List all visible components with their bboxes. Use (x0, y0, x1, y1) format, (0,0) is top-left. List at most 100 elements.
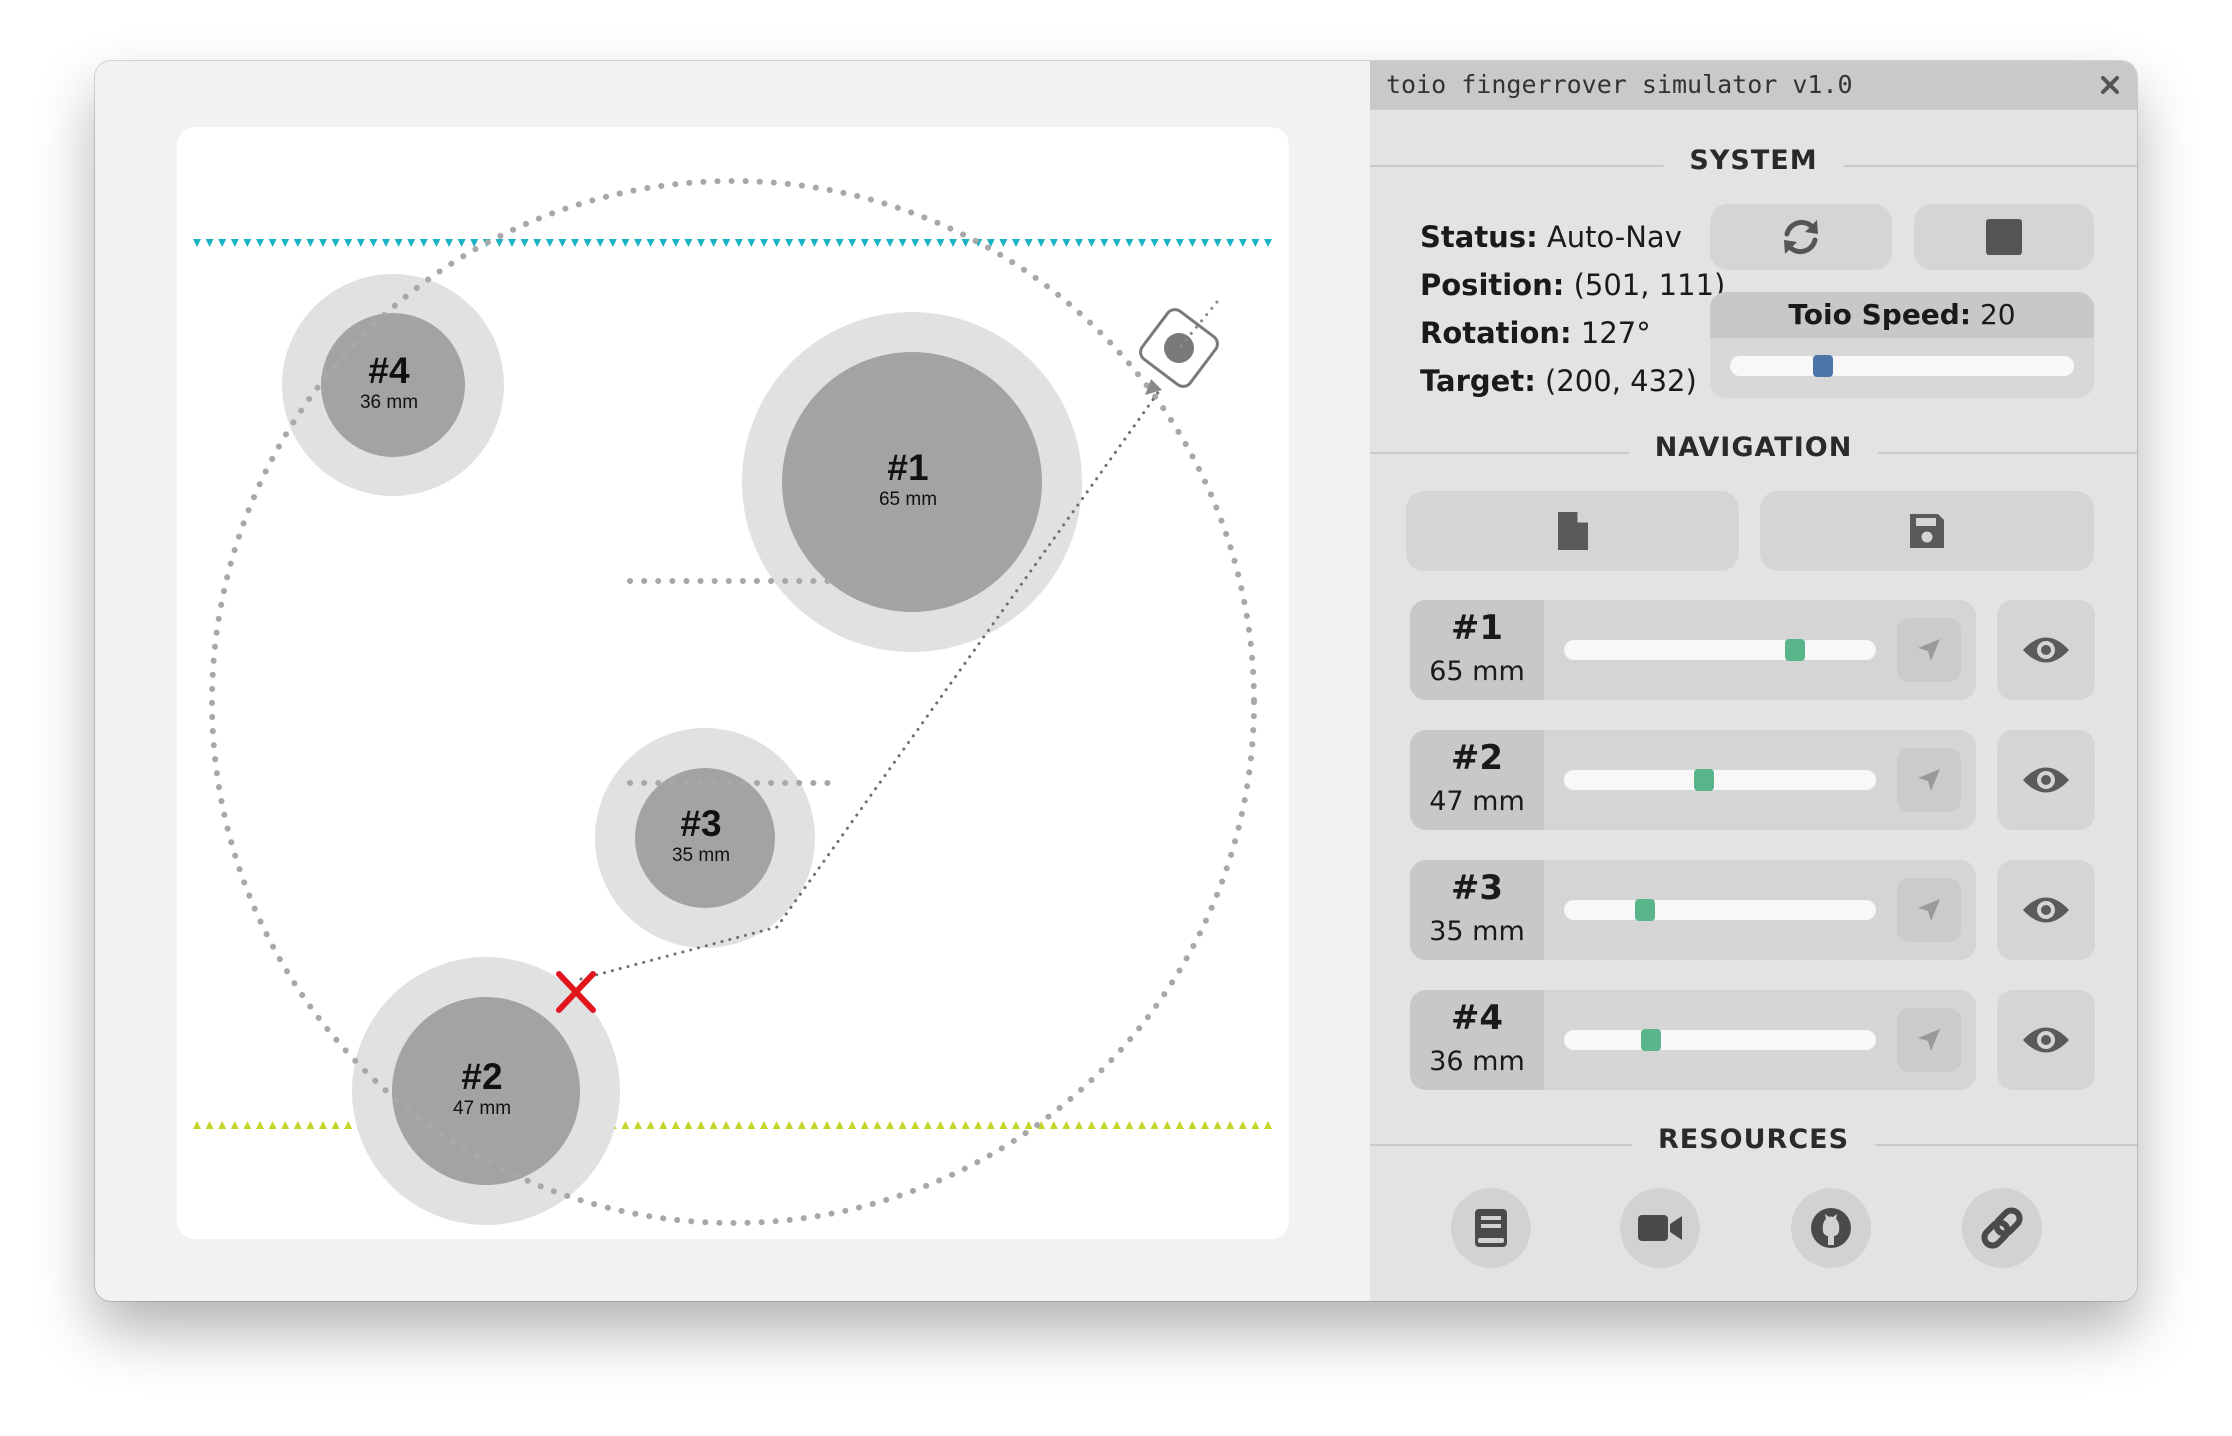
obstacle-4-visibility-button[interactable] (1997, 990, 2095, 1090)
bottom-boundary-marker (1264, 1121, 1272, 1129)
obstacle-3-visibility-button[interactable] (1997, 860, 2095, 960)
resources-heading: RESOURCES (1631, 1124, 1876, 1155)
top-boundary-marker (1226, 239, 1235, 247)
eye-icon (2023, 637, 2069, 663)
top-boundary-marker (898, 239, 907, 247)
obstacle-3-slider[interactable] (1564, 899, 1876, 921)
bottom-boundary-marker (760, 1121, 768, 1129)
bottom-boundary-marker (1238, 1121, 1247, 1129)
obstacle-1-slider-thumb[interactable] (1784, 639, 1805, 661)
bottom-boundary-marker (936, 1121, 945, 1129)
bottom-boundary-marker (1012, 1121, 1020, 1129)
top-boundary-marker (684, 239, 693, 247)
obstacle-row-3-number: #3 (1450, 868, 1504, 908)
top-boundary-marker (356, 239, 365, 247)
bottom-boundary-marker (1213, 1121, 1222, 1129)
bottom-boundary-marker (949, 1121, 957, 1129)
obstacle-3-navigate-button[interactable] (1897, 878, 1961, 942)
bottom-boundary-marker (1112, 1121, 1121, 1129)
bottom-boundary-marker (1049, 1121, 1058, 1129)
obstacle-4-slider[interactable] (1564, 1029, 1876, 1051)
top-boundary-marker (432, 239, 441, 247)
simulation-canvas[interactable]: #4 36 mm #1 65 mm #3 35 mm (177, 127, 1289, 1239)
refresh-icon (1784, 219, 1818, 255)
top-boundary-marker (772, 239, 781, 247)
canvas-svg[interactable]: #4 36 mm #1 65 mm #3 35 mm (177, 127, 1289, 1239)
new-file-button[interactable] (1406, 491, 1739, 571)
obstacle-4-slider-thumb[interactable] (1641, 1029, 1662, 1051)
top-boundary-marker (949, 239, 957, 247)
bottom-boundary-marker (646, 1121, 655, 1129)
github-button[interactable] (1791, 1188, 1871, 1268)
rotation-label: Rotation: (1420, 316, 1572, 350)
bottom-boundary-marker (659, 1121, 668, 1129)
top-boundary-marker (533, 239, 542, 247)
bottom-boundary-marker (293, 1121, 302, 1129)
speed-slider-thumb[interactable] (1812, 355, 1833, 377)
obstacle-3[interactable]: #3 35 mm (595, 728, 815, 948)
speed-value: 20 (1979, 298, 2016, 331)
bottom-boundary-marker (898, 1121, 907, 1129)
github-icon (1811, 1208, 1851, 1248)
stop-button[interactable] (1914, 204, 2094, 270)
obstacle-row-1-label: #1 65 mm (1410, 600, 1544, 700)
bottom-boundary-marker (848, 1121, 857, 1129)
bottom-boundary-marker (747, 1121, 756, 1129)
bottom-boundary-marker (243, 1121, 252, 1129)
obstacle-row-4-label: #4 36 mm (1410, 990, 1544, 1090)
obstacle-4[interactable]: #4 36 mm (282, 274, 504, 496)
obstacle-row-1-size: 65 mm (1429, 656, 1525, 687)
top-boundary-marker (1037, 239, 1046, 247)
top-boundary-marker (634, 239, 642, 247)
obstacle-1-slider[interactable] (1564, 639, 1876, 661)
top-boundary-marker (419, 239, 428, 247)
obstacle-2-slider[interactable] (1564, 769, 1876, 791)
obstacle-3-size: 35 mm (672, 845, 730, 866)
speed-label: Toio Speed: (1788, 298, 1972, 331)
obstacle-2-size: 47 mm (453, 1098, 511, 1119)
target-marker[interactable] (556, 971, 596, 1013)
obstacle-row-3-label: #3 35 mm (1410, 860, 1544, 960)
top-boundary-marker (520, 239, 529, 247)
close-icon[interactable] (2095, 70, 2125, 100)
obstacle-2-slider-thumb[interactable] (1694, 769, 1715, 791)
top-boundary-marker (457, 239, 466, 247)
bottom-boundary-marker (772, 1121, 781, 1129)
obstacle-2-navigate-button[interactable] (1897, 748, 1961, 812)
obstacle-4-navigate-button[interactable] (1897, 1008, 1961, 1072)
top-boundary-marker (1175, 239, 1184, 247)
top-boundary-marker (1062, 239, 1071, 247)
obstacle-1-visibility-button[interactable] (1997, 600, 2095, 700)
toio-robot[interactable] (1137, 306, 1221, 390)
obstacle-3-number: #3 (680, 803, 721, 844)
top-boundary-marker (407, 239, 416, 247)
obstacle-2-visibility-button[interactable] (1997, 730, 2095, 830)
top-boundary-marker (1150, 239, 1159, 247)
speed-slider[interactable] (1730, 355, 2074, 377)
link-button[interactable] (1962, 1188, 2042, 1268)
top-boundary-marker (1087, 239, 1096, 247)
top-boundary-marker (1112, 239, 1121, 247)
bottom-boundary-marker (1100, 1121, 1109, 1129)
obstacle-1[interactable]: #1 65 mm (742, 312, 1082, 652)
target-value: (200, 432) (1545, 364, 1697, 398)
obstacle-2[interactable]: #2 47 mm (352, 957, 620, 1225)
top-boundary-line (193, 239, 1272, 247)
refresh-button[interactable] (1710, 204, 1892, 270)
top-boundary-marker (256, 239, 264, 247)
bottom-boundary-marker (193, 1121, 201, 1129)
obstacle-1-navigate-button[interactable] (1897, 618, 1961, 682)
top-boundary-marker (785, 239, 794, 247)
obstacle-3-slider-thumb[interactable] (1635, 899, 1656, 921)
bottom-boundary-marker (835, 1121, 844, 1129)
simulator-window: #4 36 mm #1 65 mm #3 35 mm (95, 61, 2137, 1301)
obstacle-4-number: #4 (368, 350, 410, 391)
bottom-boundary-marker (1024, 1121, 1033, 1129)
video-button[interactable] (1620, 1188, 1700, 1268)
documentation-button[interactable] (1451, 1188, 1531, 1268)
save-button[interactable] (1760, 491, 2094, 571)
top-boundary-marker (936, 239, 945, 247)
obstacle-row-3-size: 35 mm (1429, 916, 1525, 947)
bottom-boundary-marker (1201, 1121, 1209, 1129)
eye-icon (2023, 767, 2069, 793)
